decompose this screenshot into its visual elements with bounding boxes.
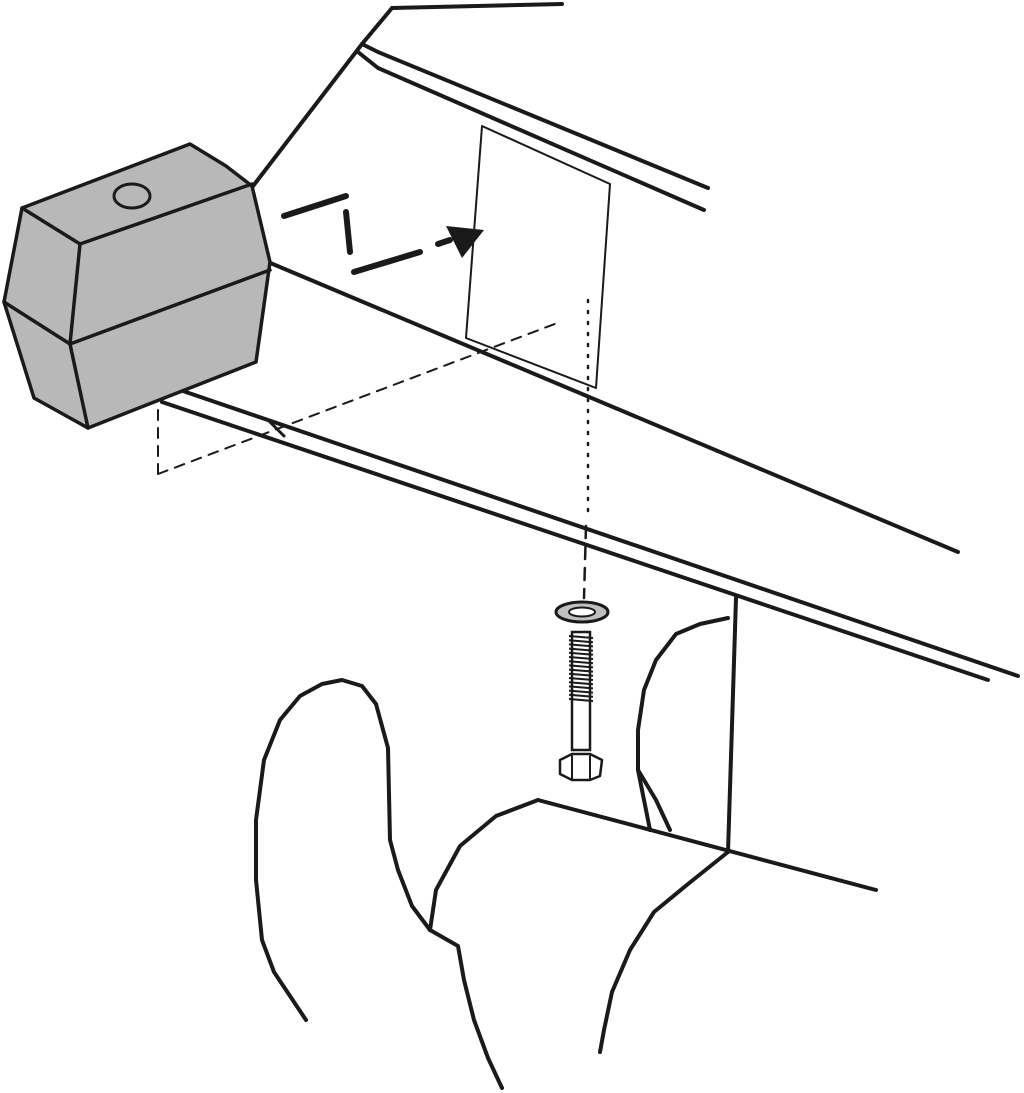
washer (554, 600, 610, 624)
bolt-thread (568, 681, 594, 686)
left-thumb-outline (254, 678, 432, 1022)
bolt-thread (568, 693, 594, 698)
washer-inner (568, 606, 596, 618)
lower-rail-inner-edge (160, 400, 990, 682)
bolt-thread (568, 660, 594, 665)
bolt-thread (568, 643, 594, 648)
bolt-thread (568, 664, 594, 669)
bolt-thread (568, 698, 594, 702)
lower-bar (536, 798, 878, 892)
block-middle-edge (2, 268, 272, 346)
rail-top-edge (390, 2, 564, 10)
right-hand (428, 616, 730, 1054)
bolt-head (558, 752, 604, 782)
placement-guide (157, 321, 561, 475)
arrow-dash-2 (343, 209, 353, 255)
mounting-plate (465, 125, 611, 389)
right-knuckle (636, 768, 672, 832)
right-finger-curl (636, 616, 730, 832)
bolt (558, 630, 604, 782)
frame-post (536, 596, 878, 892)
arrow-dash-3 (351, 249, 423, 275)
bolt-threads (568, 635, 594, 702)
bolt-thread (568, 635, 594, 639)
bolt-thread (568, 668, 594, 673)
alignment-dashed (582, 524, 588, 600)
right-finger-top (428, 798, 540, 932)
lower-rail-top-edge (178, 388, 1020, 678)
bolt-thread (568, 656, 594, 660)
bolt-thread (568, 689, 594, 694)
guide-diagonal (157, 321, 561, 475)
arrow-dash-1 (281, 193, 349, 219)
bolt-thread (568, 685, 594, 690)
bolt-thread (568, 639, 594, 644)
rail-flange-lower (356, 50, 706, 212)
block-hole (112, 182, 152, 210)
bolt-alignment (582, 298, 590, 600)
bolt-thread (568, 647, 594, 652)
left-palm-edge (428, 928, 504, 1090)
rail-flange-upper (360, 42, 710, 190)
bolt-thread (568, 677, 594, 681)
bracket-block (2, 142, 272, 430)
right-wrist (598, 850, 730, 1054)
block-body (2, 142, 272, 430)
arrow-head (446, 226, 484, 258)
left-hand (254, 678, 504, 1090)
plate-outline (465, 125, 611, 389)
bolt-thread (568, 651, 594, 656)
upper-frame-rail (248, 2, 960, 554)
rail-bottom-edge (266, 260, 960, 554)
arrow-dash-4 (435, 237, 453, 247)
rail-back-edge (248, 6, 394, 192)
arrow-right-icon (281, 193, 484, 275)
bolt-thread (568, 672, 594, 677)
post-vertical (726, 596, 738, 854)
